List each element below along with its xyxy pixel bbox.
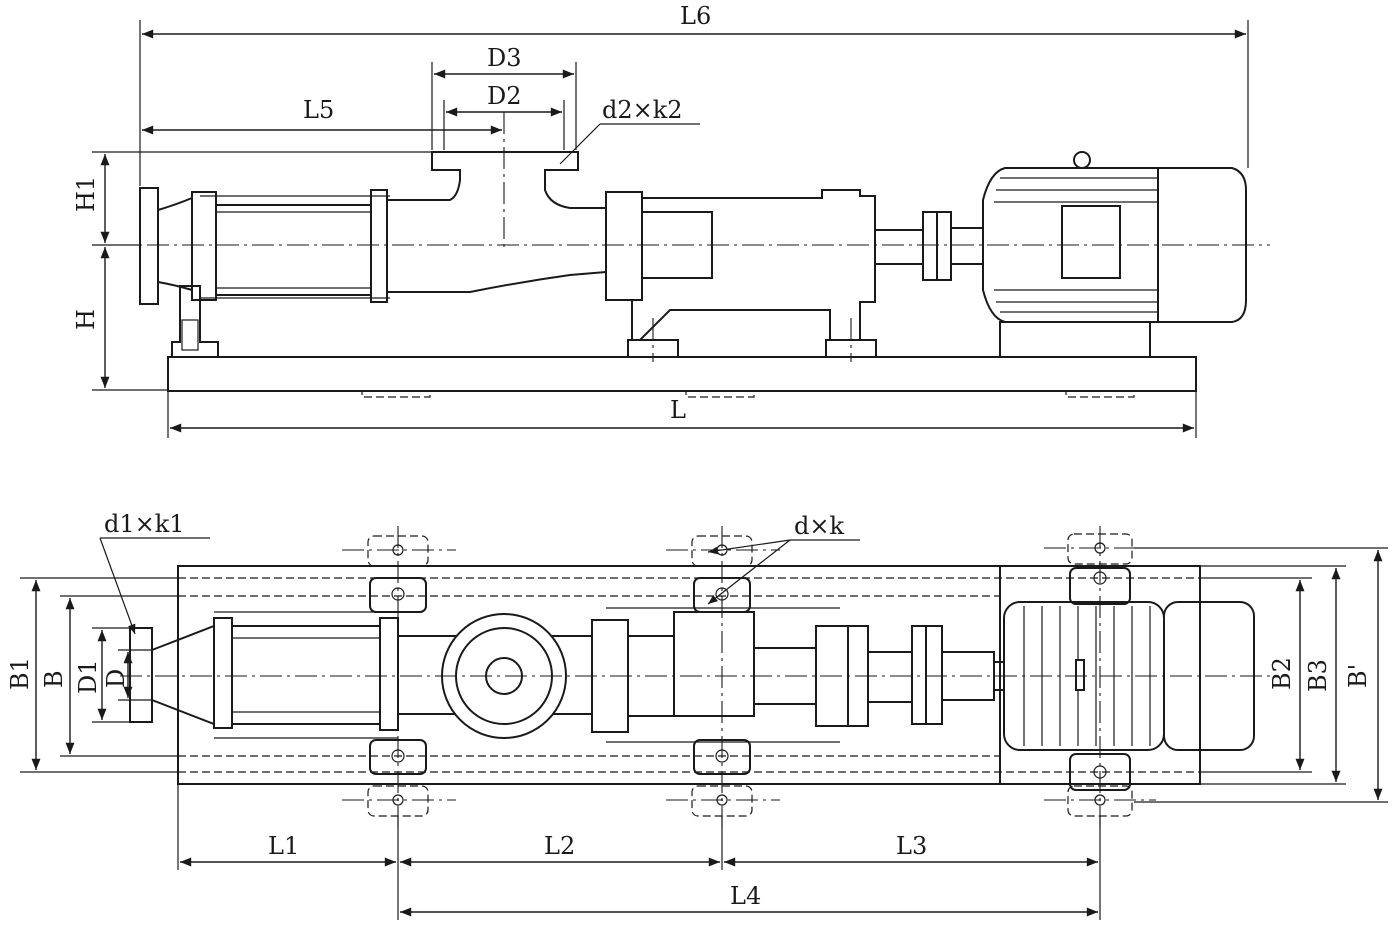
dim-label-L: L [670, 396, 686, 424]
coupling-half-1 [922, 211, 938, 281]
dim-label-B2: B2 [1268, 657, 1296, 690]
dim-label-L1: L1 [268, 832, 299, 860]
terminal-box [1061, 205, 1121, 279]
dim-label-H1: H1 [72, 176, 100, 212]
base-frame [177, 565, 1201, 785]
dim-label-dk: d×k [794, 512, 844, 540]
dim-label-D1: D1 [74, 659, 102, 694]
side-elevation-view: L6 D3 D2 L5 d2×k2 H1 H L [72, 2, 1270, 438]
dim-label-D: D [102, 669, 130, 688]
coupling-half-2 [936, 211, 952, 281]
dim-label-D3: D3 [487, 44, 522, 72]
dim-label-L4: L4 [730, 882, 761, 910]
dim-label-L3: L3 [896, 832, 927, 860]
plan-view: d1×k1 d×k B1 B D1 D B2 B3 B' [6, 510, 1388, 920]
bearing-flange [605, 191, 643, 301]
inlet-flange [139, 187, 159, 305]
base-plate [167, 356, 1197, 392]
dim-label-d1k1: d1×k1 [104, 510, 185, 538]
dim-label-L5: L5 [303, 96, 334, 124]
dim-label-d2k2: d2×k2 [602, 96, 683, 124]
stator-tube [215, 204, 372, 296]
dim-label-Bprime: B' [1344, 664, 1372, 688]
dim-label-H: H [72, 309, 100, 330]
lifting-eye [1073, 151, 1091, 169]
dim-label-L6: L6 [680, 2, 711, 30]
dim-label-L2: L2 [544, 832, 575, 860]
dim-label-D2: D2 [487, 82, 522, 110]
dim-label-B3: B3 [1304, 659, 1332, 692]
dim-label-B: B [40, 670, 68, 688]
dim-label-B1: B1 [6, 657, 34, 690]
plan-stator [231, 625, 381, 725]
